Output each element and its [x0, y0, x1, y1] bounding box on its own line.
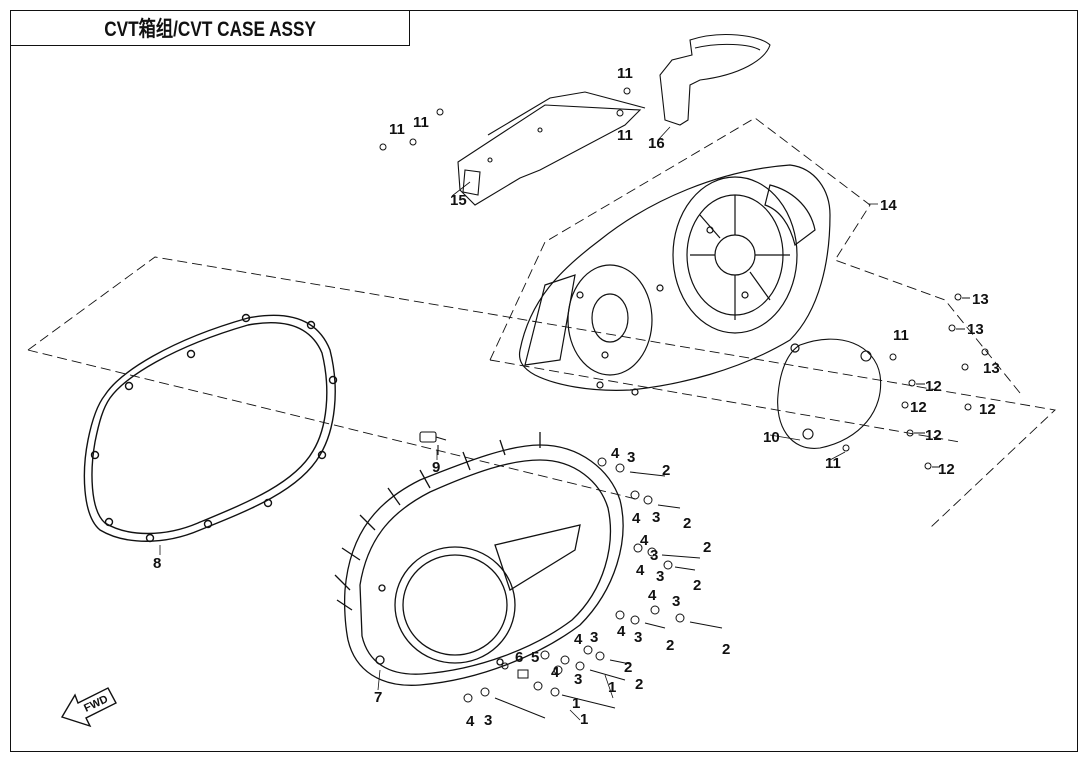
cover-plate: [777, 338, 882, 449]
callout-5: 5: [531, 649, 539, 666]
callout-3: 3: [590, 629, 598, 646]
inner-cvt-case: [518, 164, 831, 396]
callout-9: 9: [432, 459, 440, 476]
callout-3: 3: [672, 593, 680, 610]
callout-2: 2: [722, 641, 730, 658]
fasteners-inner: [379, 87, 989, 470]
callout-12: 12: [910, 399, 927, 416]
callout-11: 11: [413, 114, 429, 131]
bracket-16: [659, 34, 771, 126]
callout-4: 4: [648, 587, 657, 604]
callout-4: 4: [640, 532, 649, 549]
callout-4: 4: [574, 631, 583, 648]
cvt-gasket: [83, 313, 338, 543]
callout-12: 12: [925, 378, 942, 395]
callout-12: 12: [979, 401, 996, 418]
callout-3: 3: [627, 449, 635, 466]
callout-1: 1: [572, 695, 580, 712]
callout-4: 4: [551, 664, 560, 681]
sensor-9: [419, 431, 447, 455]
callout-15: 15: [450, 192, 467, 209]
fasteners-right: [463, 457, 723, 719]
callout-3: 3: [634, 629, 642, 646]
callout-11: 11: [389, 121, 405, 138]
callout-11: 11: [617, 127, 633, 144]
callout-13: 13: [972, 291, 989, 308]
title-box: CVT箱组/CVT CASE ASSY: [10, 10, 410, 46]
callout-4: 4: [636, 562, 645, 579]
callout-12: 12: [938, 461, 955, 478]
callout-4: 4: [466, 713, 475, 730]
callout-2: 2: [703, 539, 711, 556]
callout-2: 2: [666, 637, 674, 654]
callout-3: 3: [652, 509, 660, 526]
fwd-label: FWD: [82, 693, 110, 714]
callout-4: 4: [617, 623, 626, 640]
callout-2: 2: [662, 462, 670, 479]
assembly-plane-dashed: [27, 117, 1056, 529]
callout-2: 2: [624, 659, 632, 676]
callout-4: 4: [611, 445, 620, 462]
callout-1: 1: [580, 711, 588, 728]
callout-3: 3: [650, 547, 658, 564]
fwd-arrow-icon: [60, 687, 117, 728]
callout-12: 12: [925, 427, 942, 444]
callout-6: 6: [515, 649, 523, 666]
leader-lines: [159, 126, 878, 721]
bracket-15: [457, 91, 646, 206]
outer-cvt-case: [334, 432, 624, 686]
callout-11: 11: [893, 327, 909, 344]
page-title: CVT箱组/CVT CASE ASSY: [104, 18, 316, 41]
callout-4: 4: [632, 510, 641, 527]
callout-numbers: 1 1 1 2 2 2 2 2 2 2 2 3 3 3 3 3 3 3 3 3 …: [153, 65, 1000, 730]
diagram-frame: [10, 10, 1078, 752]
callout-10: 10: [763, 429, 780, 446]
callout-2: 2: [683, 515, 691, 532]
callout-2: 2: [693, 577, 701, 594]
callout-2: 2: [635, 676, 643, 693]
callout-3: 3: [656, 568, 664, 585]
callout-1: 1: [608, 679, 616, 696]
callout-11: 11: [617, 65, 633, 82]
callout-11: 11: [825, 455, 841, 472]
callout-16: 16: [648, 135, 665, 152]
callout-3: 3: [574, 671, 582, 688]
callout-8: 8: [153, 555, 161, 572]
callout-14: 14: [880, 197, 897, 214]
callout-13: 13: [983, 360, 1000, 377]
callout-3: 3: [484, 712, 492, 729]
callout-7: 7: [374, 689, 382, 706]
callout-13: 13: [967, 321, 984, 338]
